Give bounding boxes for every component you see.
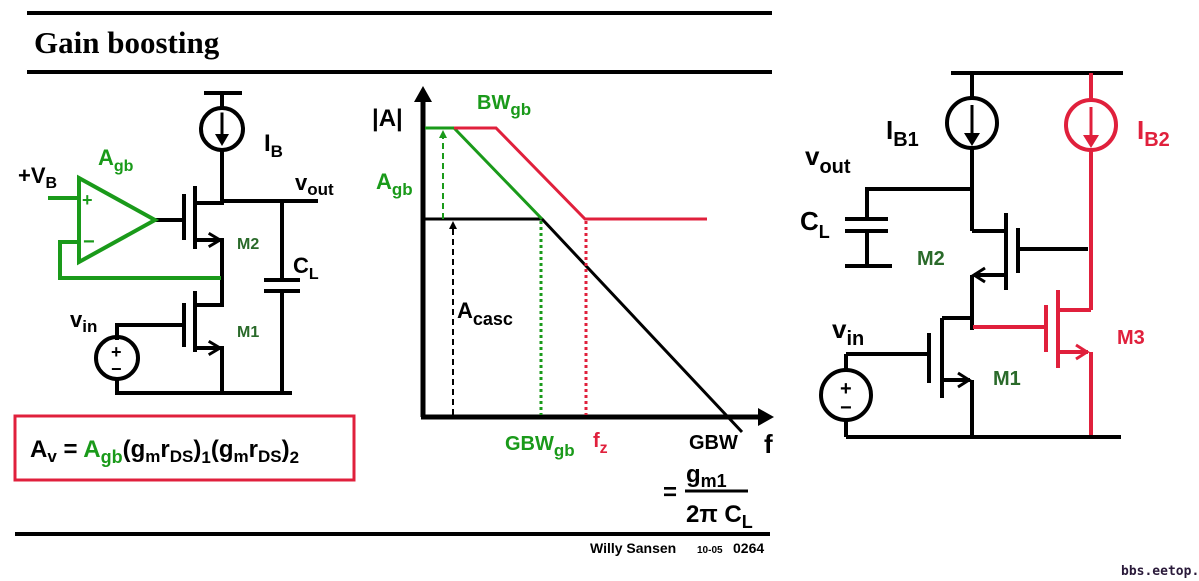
y-axis-arrow bbox=[414, 86, 432, 102]
slide-title: Gain boosting bbox=[34, 25, 220, 60]
x-axis-label: f bbox=[764, 429, 773, 459]
gain-formula: Av = Agb(gmrDS)1(gmrDS)2 bbox=[30, 436, 299, 467]
right-m3-label: M3 bbox=[1117, 327, 1145, 349]
fz-label: fz bbox=[593, 430, 608, 457]
right-circuit bbox=[819, 71, 1123, 439]
ib2-label: IB2 bbox=[1137, 115, 1170, 151]
transistor-m1 bbox=[182, 291, 224, 395]
right-cl-label: CL bbox=[800, 206, 830, 242]
footer-page-number: 0264 bbox=[733, 540, 764, 556]
right-vin-plus: + bbox=[840, 378, 852, 400]
gbwgb-label: GBWgb bbox=[505, 433, 575, 460]
gbw-label: GBW bbox=[689, 432, 738, 454]
m1-label: M1 bbox=[237, 324, 259, 341]
capacitor-cl bbox=[264, 199, 300, 395]
agb-axis-label: Agb bbox=[376, 169, 413, 199]
agb-label: Agb bbox=[98, 145, 134, 175]
cl-label: CL bbox=[293, 253, 319, 283]
gbw-denominator: 2π CL bbox=[686, 501, 753, 532]
footer-author: Willy Sansen bbox=[590, 540, 676, 556]
right-m2-label: M2 bbox=[917, 248, 945, 270]
right-transistor-m2 bbox=[970, 213, 1088, 330]
gain-formula-box bbox=[13, 414, 356, 482]
right-transistor-m1 bbox=[846, 316, 974, 437]
acasc-label: Acasc bbox=[457, 298, 513, 329]
bwgb-label: BWgb bbox=[477, 92, 531, 119]
footer-date: 10-05 bbox=[697, 545, 723, 556]
right-vin-label: vin bbox=[832, 314, 864, 350]
right-vin-minus: − bbox=[840, 397, 852, 419]
amp-minus: − bbox=[83, 231, 95, 253]
ib-label: IB bbox=[264, 130, 283, 161]
gain-boost-amplifier bbox=[48, 174, 221, 280]
total-response bbox=[454, 126, 707, 221]
right-m1-label: M1 bbox=[993, 368, 1021, 390]
left-circuit bbox=[48, 91, 318, 395]
vin-plus: + bbox=[111, 342, 122, 362]
right-vout-label: vout bbox=[805, 141, 851, 178]
amp-plus: + bbox=[82, 190, 93, 210]
vin-label: vin bbox=[70, 307, 97, 336]
watermark: bbs.eetop.cn bbox=[1121, 564, 1199, 579]
ib1-label: IB1 bbox=[886, 115, 919, 151]
m2-label: M2 bbox=[237, 236, 259, 253]
vin-minus: − bbox=[111, 359, 122, 379]
right-capacitor-cl bbox=[845, 189, 892, 268]
y-axis-label: |A| bbox=[372, 105, 403, 132]
gbw-equals: = bbox=[663, 479, 677, 506]
bode-plot bbox=[414, 86, 774, 434]
vb-label: +VB bbox=[18, 163, 57, 192]
gbw-numerator: gm1 bbox=[686, 461, 727, 491]
x-axis-arrow bbox=[758, 408, 774, 426]
right-transistor-m3 bbox=[973, 290, 1093, 437]
vout-label: vout bbox=[295, 170, 334, 199]
transistor-m2 bbox=[182, 186, 224, 307]
